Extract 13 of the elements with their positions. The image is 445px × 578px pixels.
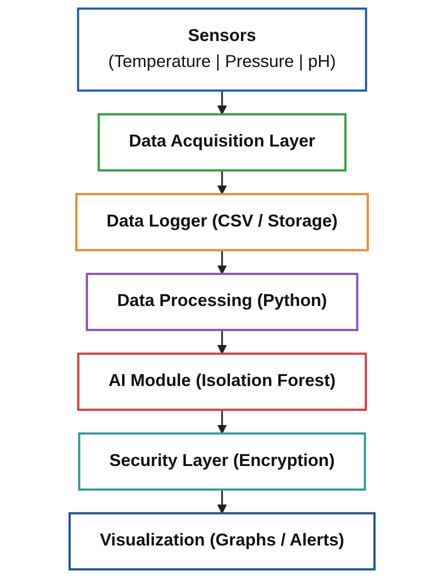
arrow (218, 410, 228, 434)
node-box: Sensors (Temperature | Pressure | pH) (77, 8, 368, 92)
node-box: Data Acquisition Layer (98, 113, 347, 172)
arrow (218, 250, 228, 274)
arrow (218, 90, 228, 115)
node-box: Security Layer (Encryption) (78, 432, 366, 491)
node-box: Visualization (Graphs / Alerts) (69, 512, 376, 570)
arrow (218, 170, 228, 195)
node-box: Data Processing (Python) (86, 272, 359, 332)
arrow (218, 490, 228, 514)
node-box: AI Module (Isolation Forest) (78, 352, 368, 411)
arrow (218, 330, 228, 354)
node-box: Data Logger (CSV / Storage) (76, 193, 370, 252)
